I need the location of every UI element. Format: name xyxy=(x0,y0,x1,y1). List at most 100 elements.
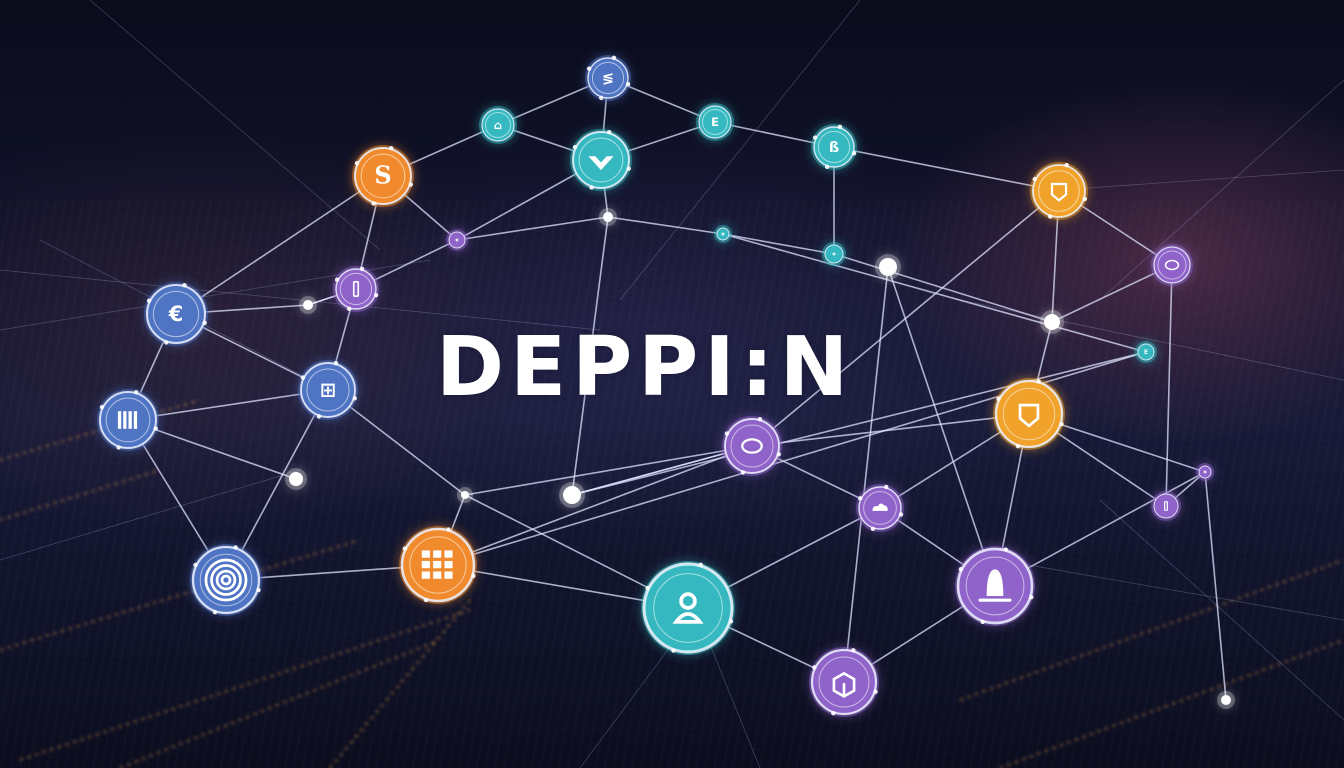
dollar-icon: S xyxy=(374,162,391,190)
network-node-token xyxy=(641,561,735,655)
network-edge xyxy=(571,445,753,496)
background-web-line xyxy=(89,0,381,251)
network-node-wallet: € xyxy=(144,282,208,346)
ring-icon xyxy=(1164,259,1180,271)
network-edge xyxy=(464,445,753,496)
network-edge xyxy=(722,233,1147,353)
network-node-tag: ⌂ xyxy=(479,106,517,144)
network-edge xyxy=(843,266,889,683)
city-light-streak xyxy=(999,638,1344,768)
background-web-line xyxy=(1099,79,1344,301)
token-icon xyxy=(672,592,704,624)
spiral-icon xyxy=(204,558,248,602)
cloud-icon xyxy=(872,503,888,511)
network-node-diamond xyxy=(570,129,632,191)
svg-text:€: € xyxy=(168,302,184,326)
hub-node xyxy=(599,208,617,226)
tag-icon: ⌂ xyxy=(494,118,502,132)
network-node-chip: ⊞ xyxy=(298,360,358,420)
network-node-bell xyxy=(955,546,1035,626)
network-edge xyxy=(833,253,1053,323)
network-node-dollar: S xyxy=(352,145,414,207)
network-edge xyxy=(751,413,1030,447)
svg-text:⊞: ⊞ xyxy=(320,379,336,402)
hub-node xyxy=(299,296,317,314)
network-node-ring xyxy=(1151,244,1193,286)
network-node-e: E xyxy=(696,103,734,141)
background-web-line xyxy=(999,559,1344,621)
shield-icon xyxy=(1050,182,1068,202)
city-light-streak xyxy=(329,599,471,768)
network-edge xyxy=(607,216,724,235)
network-edge xyxy=(437,445,753,566)
background-web-line xyxy=(1099,499,1344,721)
bars-icon xyxy=(117,411,138,429)
hub-node xyxy=(1217,691,1235,709)
network-node-badge: ß xyxy=(811,124,857,170)
network-node-shield xyxy=(1030,162,1088,220)
city-light-streak xyxy=(0,468,161,522)
small-icon xyxy=(455,238,459,242)
network-edge xyxy=(1204,471,1227,701)
city-light-streak xyxy=(0,538,361,652)
wallet-icon: € xyxy=(168,302,184,326)
network-edge xyxy=(1051,264,1173,323)
hub-node xyxy=(457,487,473,503)
diamond-icon xyxy=(588,156,614,171)
svg-text:⌂: ⌂ xyxy=(494,118,502,132)
network-node-device xyxy=(333,266,379,312)
chip-icon: ⊞ xyxy=(320,379,336,402)
hub-node xyxy=(1040,310,1064,334)
network-node-e: E xyxy=(1135,341,1157,363)
network-node-small xyxy=(446,229,468,251)
svg-text:E: E xyxy=(1144,350,1148,356)
disk-icon xyxy=(741,438,763,454)
network-node-cloud xyxy=(856,484,904,532)
svg-text:ß: ß xyxy=(829,140,839,156)
badge-icon: ß xyxy=(829,140,839,156)
cube-icon xyxy=(832,671,856,698)
network-edge xyxy=(1165,264,1173,507)
background-web-line xyxy=(0,469,301,561)
network-node-pattern: ≶ xyxy=(585,55,631,101)
city-light-streak xyxy=(19,608,471,762)
small-icon xyxy=(832,252,836,256)
hub-node xyxy=(285,468,307,490)
grid-icon xyxy=(421,550,453,579)
e-icon: E xyxy=(711,115,719,129)
network-node-small xyxy=(714,225,732,243)
network-node-disk xyxy=(722,416,782,476)
background-web-line xyxy=(0,269,601,331)
pattern-icon: ≶ xyxy=(602,71,614,87)
network-node-spiral xyxy=(190,544,262,616)
e-icon: E xyxy=(1144,350,1148,356)
network-node-cube xyxy=(809,647,879,717)
small-icon xyxy=(1203,470,1207,474)
box-icon xyxy=(1018,403,1040,428)
network-edge xyxy=(833,146,1060,192)
title-text: DEPPI:N xyxy=(436,320,855,415)
network-edge xyxy=(456,216,609,241)
small-icon xyxy=(721,232,725,236)
network-node-key xyxy=(1151,491,1181,521)
svg-text:E: E xyxy=(711,115,719,129)
city-light-streak xyxy=(119,638,441,768)
bell-icon xyxy=(978,569,1012,602)
network-node-bars xyxy=(97,389,159,451)
svg-text:≶: ≶ xyxy=(602,71,614,87)
network-node-small xyxy=(822,242,846,266)
city-lights-layer xyxy=(0,200,1344,768)
network-edge xyxy=(887,266,996,587)
network-nodes: ≶ ⌂ EßS E € ⊞ xyxy=(97,55,1235,717)
key-icon xyxy=(1164,501,1168,511)
hub-node xyxy=(559,482,585,508)
hub-node xyxy=(875,254,901,280)
device-icon xyxy=(352,280,360,298)
svg-text:S: S xyxy=(374,162,391,190)
network-node-box xyxy=(993,378,1065,450)
network-edge xyxy=(175,175,384,315)
background-web-line xyxy=(619,0,861,301)
network-node-small xyxy=(1196,463,1214,481)
background-web-line xyxy=(1059,169,1344,191)
